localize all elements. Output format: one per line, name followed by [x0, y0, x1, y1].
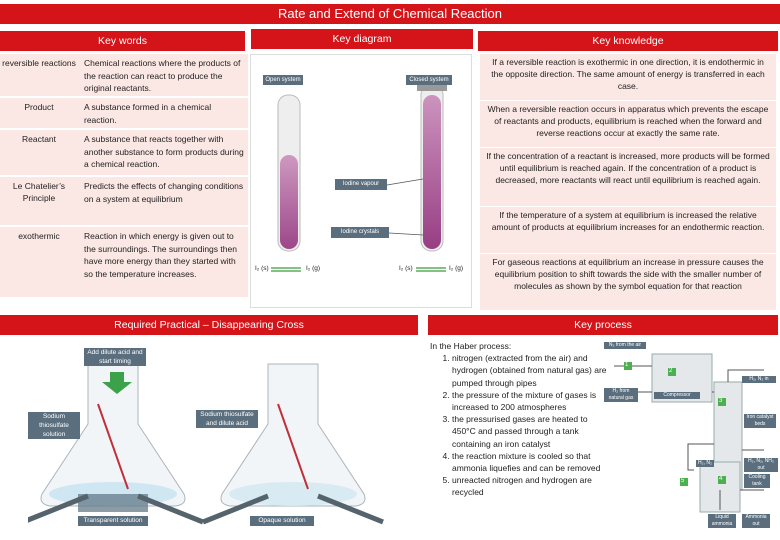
step-number-3: 3 [719, 398, 723, 404]
knowledge-item: If the concentration of a reactant is in… [480, 148, 776, 206]
haber-step: the reaction mixture is cooled so that a… [452, 450, 610, 474]
equation-right-reactant: I₂ (s) [399, 265, 413, 272]
ammonia-out-label: Ammonia out [742, 514, 770, 528]
kw-row: reversible reactions Chemical reactions … [0, 54, 248, 98]
kw-definition: Reaction in which energy is given out to… [84, 231, 237, 279]
required-practical-header: Required Practical – Disappearing Cross [0, 315, 418, 335]
recycle-label: H₂, N₂ [696, 460, 714, 467]
knowledge-item: If a reversible reaction is exothermic i… [480, 54, 776, 100]
knowledge-item: For gaseous reactions at equilibrium an … [480, 254, 776, 310]
open-system-label: Open system [263, 75, 303, 85]
kw-row: Reactant A substance that reacts togethe… [0, 130, 248, 177]
iodine-tubes-illustration [263, 75, 452, 272]
haber-step: unreacted nitrogen and hydrogen are recy… [452, 474, 610, 498]
equation-left-product: I₂ (g) [306, 265, 321, 272]
kw-definition: Chemical reactions where the products of… [84, 58, 241, 93]
step-number-4: 4 [719, 476, 723, 482]
kw-row: Le Chatelier’s Principle Predicts the ef… [0, 177, 248, 227]
step-number-5: 5 [681, 478, 685, 484]
kw-definition: A substance that reacts together with an… [84, 134, 244, 169]
haber-step: the pressurised gases are heated to 450°… [452, 413, 610, 450]
mix-in-label: H₂, N₂ in [742, 376, 776, 383]
kw-row: exothermic Reaction in which energy is g… [0, 227, 248, 299]
kw-definition: A substance formed in a chemical reactio… [84, 102, 212, 125]
gas-out-label: H₂, N₂, NH₃ out [744, 458, 778, 472]
equation-right-product: I₂ (g) [449, 265, 464, 272]
closed-system-label: Closed system [406, 75, 452, 85]
step-number-1: 1 [625, 362, 629, 368]
kw-term: Le Chatelier’s Principle [12, 181, 66, 203]
kw-term: reversible reactions [2, 58, 76, 68]
kw-term: Product [24, 102, 54, 112]
haber-step: the pressure of the mixture of gases is … [452, 389, 610, 413]
left-solution-label: Sodium thiosulfate solution [28, 412, 80, 439]
flasks-svg [22, 363, 384, 525]
haber-flow-diagram: N₂ from the air H₂ from natural gas Comp… [604, 340, 778, 534]
iodine-crystals-label: Iodine crystals [331, 227, 389, 237]
kw-term: Reactant [21, 134, 57, 144]
kw-term: exothermic [18, 231, 60, 241]
right-solution-label: Sodium thiosulfate and dilute acid [196, 410, 258, 428]
knowledge-item: If the temperature of a system at equili… [480, 207, 776, 253]
disappearing-cross-illustration: Add dilute acid and start timing Sodium … [22, 344, 406, 534]
knowledge-item: When a reversible reaction occurs in app… [480, 101, 776, 147]
kw-definition: Predicts the effects of changing conditi… [84, 181, 244, 204]
key-diagram-header: Key diagram [251, 29, 473, 49]
key-diagram: Open system Closed system Iodine vapour … [250, 54, 472, 308]
opaque-solution-label: Opaque solution [250, 516, 314, 526]
haber-step: nitrogen (extracted from the air) and hy… [452, 352, 610, 389]
transparent-solution-label: Transparent solution [78, 516, 148, 526]
flow-svg [614, 353, 764, 513]
iodine-vapour-label: Iodine vapour [335, 179, 387, 189]
catalyst-label: Iron catalyst beds [744, 414, 776, 428]
haber-steps: nitrogen (extracted from the air) and hy… [430, 352, 610, 498]
page-title: Rate and Extend of Chemical Reaction [0, 4, 780, 24]
n2-air-label: N₂ from the air [604, 342, 646, 349]
key-process-header: Key process [428, 315, 778, 335]
compressor-label: Compressor [654, 392, 700, 399]
key-knowledge-header: Key knowledge [478, 31, 778, 51]
h2-gas-label: H₂ from natural gas [604, 388, 638, 402]
step-number-2: 2 [669, 368, 673, 374]
kw-row: Product A substance formed in a chemical… [0, 98, 248, 130]
haber-intro: In the Haber process: [430, 341, 512, 351]
cooling-tank-label: Cooling tank [744, 474, 770, 488]
equation-left-reactant: I₂ (s) [255, 265, 269, 272]
key-words-header: Key words [0, 31, 245, 51]
haber-process-text: In the Haber process: nitrogen (extracte… [430, 340, 610, 499]
liquid-ammonia-label: Liquid ammonia [708, 514, 736, 528]
add-acid-label: Add dilute acid and start timing [84, 348, 146, 366]
